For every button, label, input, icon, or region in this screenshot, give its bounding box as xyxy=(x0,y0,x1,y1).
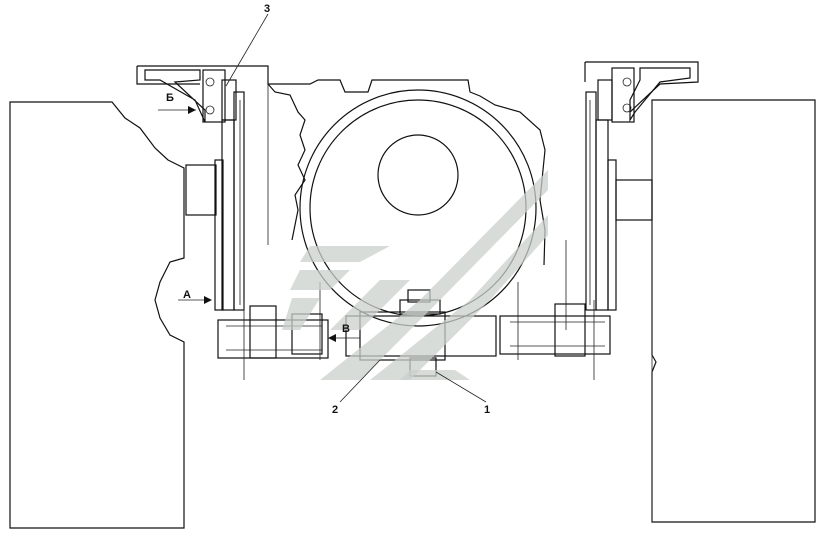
view-arrow-a xyxy=(178,296,212,304)
view-arrow-b xyxy=(158,106,196,114)
callout-3: 3 xyxy=(264,3,270,15)
view-label-v: В xyxy=(342,323,350,335)
right-tire xyxy=(651,99,816,523)
view-arrow-v xyxy=(328,334,360,342)
stylized-wing-logo-icon xyxy=(282,170,548,380)
callout-2: 2 xyxy=(332,404,338,416)
callout-1: 1 xyxy=(484,404,490,416)
spare-wheel xyxy=(299,89,537,327)
right-hanger xyxy=(565,91,653,330)
frame-crossmember xyxy=(136,61,699,266)
view-label-a: А xyxy=(183,289,191,301)
right-top-bracket xyxy=(597,67,691,123)
view-label-b: Б xyxy=(166,92,174,104)
left-top-bracket xyxy=(144,69,237,123)
left-hanger xyxy=(185,84,269,311)
left-tire xyxy=(9,101,185,529)
leader-lines xyxy=(225,13,487,403)
